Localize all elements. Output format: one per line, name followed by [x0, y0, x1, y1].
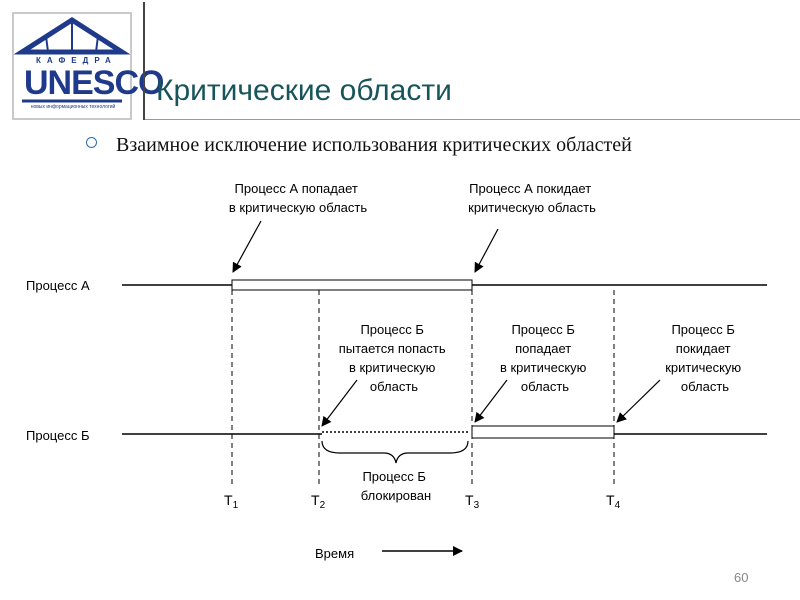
- arrow-a-leaves: [474, 228, 499, 273]
- process-b-critical-bar: [471, 425, 615, 439]
- process-a-label: Процесс А: [26, 278, 90, 293]
- process-b-label: Процесс Б: [26, 428, 89, 443]
- note-b-blocked: Процесс Б блокирован: [361, 469, 431, 503]
- arrow-b-enters: [474, 379, 508, 423]
- arrow-b-leaves: [616, 379, 661, 423]
- bullet-circle-icon: [86, 137, 97, 148]
- logo-subtitle: новых информационных технологий: [30, 104, 116, 110]
- time-axis-label: Время: [315, 546, 354, 561]
- note-a-leaves: Процесс А покидает критическую область: [468, 181, 596, 215]
- header-horizontal-divider: [145, 119, 800, 120]
- note-b-enters: Процесс Б попадает в критическую область: [500, 322, 590, 394]
- logo-kafedra-text: КАФЕДРА: [36, 56, 117, 65]
- process-a-critical-bar: [231, 279, 473, 291]
- page-number: 60: [734, 570, 749, 585]
- time-label-t2: T2: [311, 492, 326, 511]
- arrow-a-enters: [232, 220, 262, 273]
- arrow-b-tries: [321, 379, 358, 427]
- time-label-t4: T4: [606, 492, 621, 511]
- header-vertical-divider: [143, 2, 145, 120]
- logo-roof-icon: [14, 17, 130, 103]
- slide-subtitle: Взаимное исключение использования критич…: [116, 134, 632, 156]
- note-b-leaves: Процесс Б покидает критическую область: [665, 322, 745, 394]
- note-b-tries: Процесс Б пытается попасть в критическую…: [339, 322, 450, 394]
- slide-title: Критические области: [156, 74, 452, 107]
- note-a-enters: Процесс А попадает в критическую область: [229, 181, 367, 215]
- time-label-t3: T3: [465, 492, 480, 511]
- time-label-t1: T1: [224, 492, 239, 511]
- blocked-brace: [321, 440, 469, 464]
